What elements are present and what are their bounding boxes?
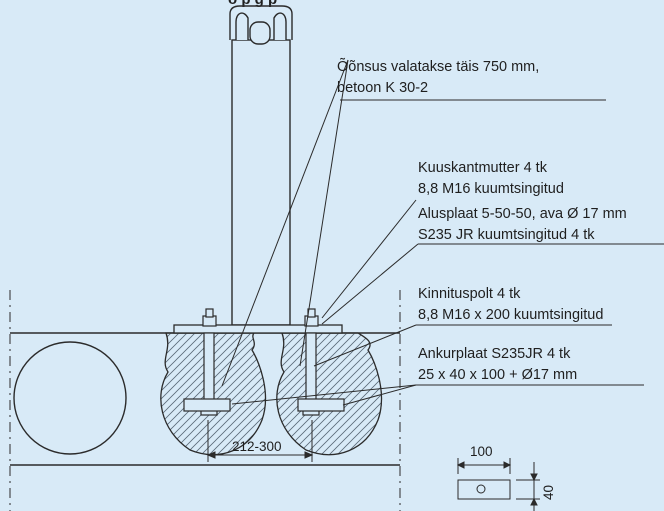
- plate-height-dimension: 40: [541, 485, 556, 500]
- bolt-right: [302, 308, 320, 416]
- anchor-plate-label-line2: 25 x 40 x 100 + Ø17 mm: [418, 367, 577, 383]
- anchor-plate-left: [183, 398, 231, 412]
- empty-hollow-core: [13, 341, 127, 455]
- title-fragment: o p g p: [228, 0, 277, 8]
- spacing-dimension-label: 212-300: [232, 439, 282, 454]
- post: [229, 5, 293, 326]
- anchor-plate-right: [297, 398, 345, 412]
- hex-nut-label-line2: 8,8 M16 kuumtsingitud: [418, 181, 564, 197]
- bolt-label-line1: Kinnituspolt 4 tk: [418, 286, 521, 302]
- anchor-plate-label-line1: Ankurplaat S235JR 4 tk: [418, 346, 571, 362]
- leader-lines: [221, 59, 664, 406]
- spacing-dimension: [206, 420, 314, 462]
- concrete-label-line2: betoon K 30-2: [337, 80, 428, 96]
- concrete-label-line1: Õõnsus valatakse täis 750 mm,: [337, 58, 539, 75]
- base-plate: [173, 324, 343, 334]
- plate-width-dimension: 100: [470, 444, 493, 459]
- bolt-left: [200, 308, 218, 416]
- base-plate-label-line1: Alusplaat 5-50-50, ava Ø 17 mm: [418, 206, 627, 222]
- base-plate-label-line2: S235 JR kuumtsingitud 4 tk: [418, 227, 595, 243]
- bolt-label-line2: 8,8 M16 x 200 kuumtsingitud: [418, 307, 603, 323]
- hex-nut-label-line1: Kuuskantmutter 4 tk: [418, 160, 548, 176]
- anchor-plate-detail: [456, 458, 540, 511]
